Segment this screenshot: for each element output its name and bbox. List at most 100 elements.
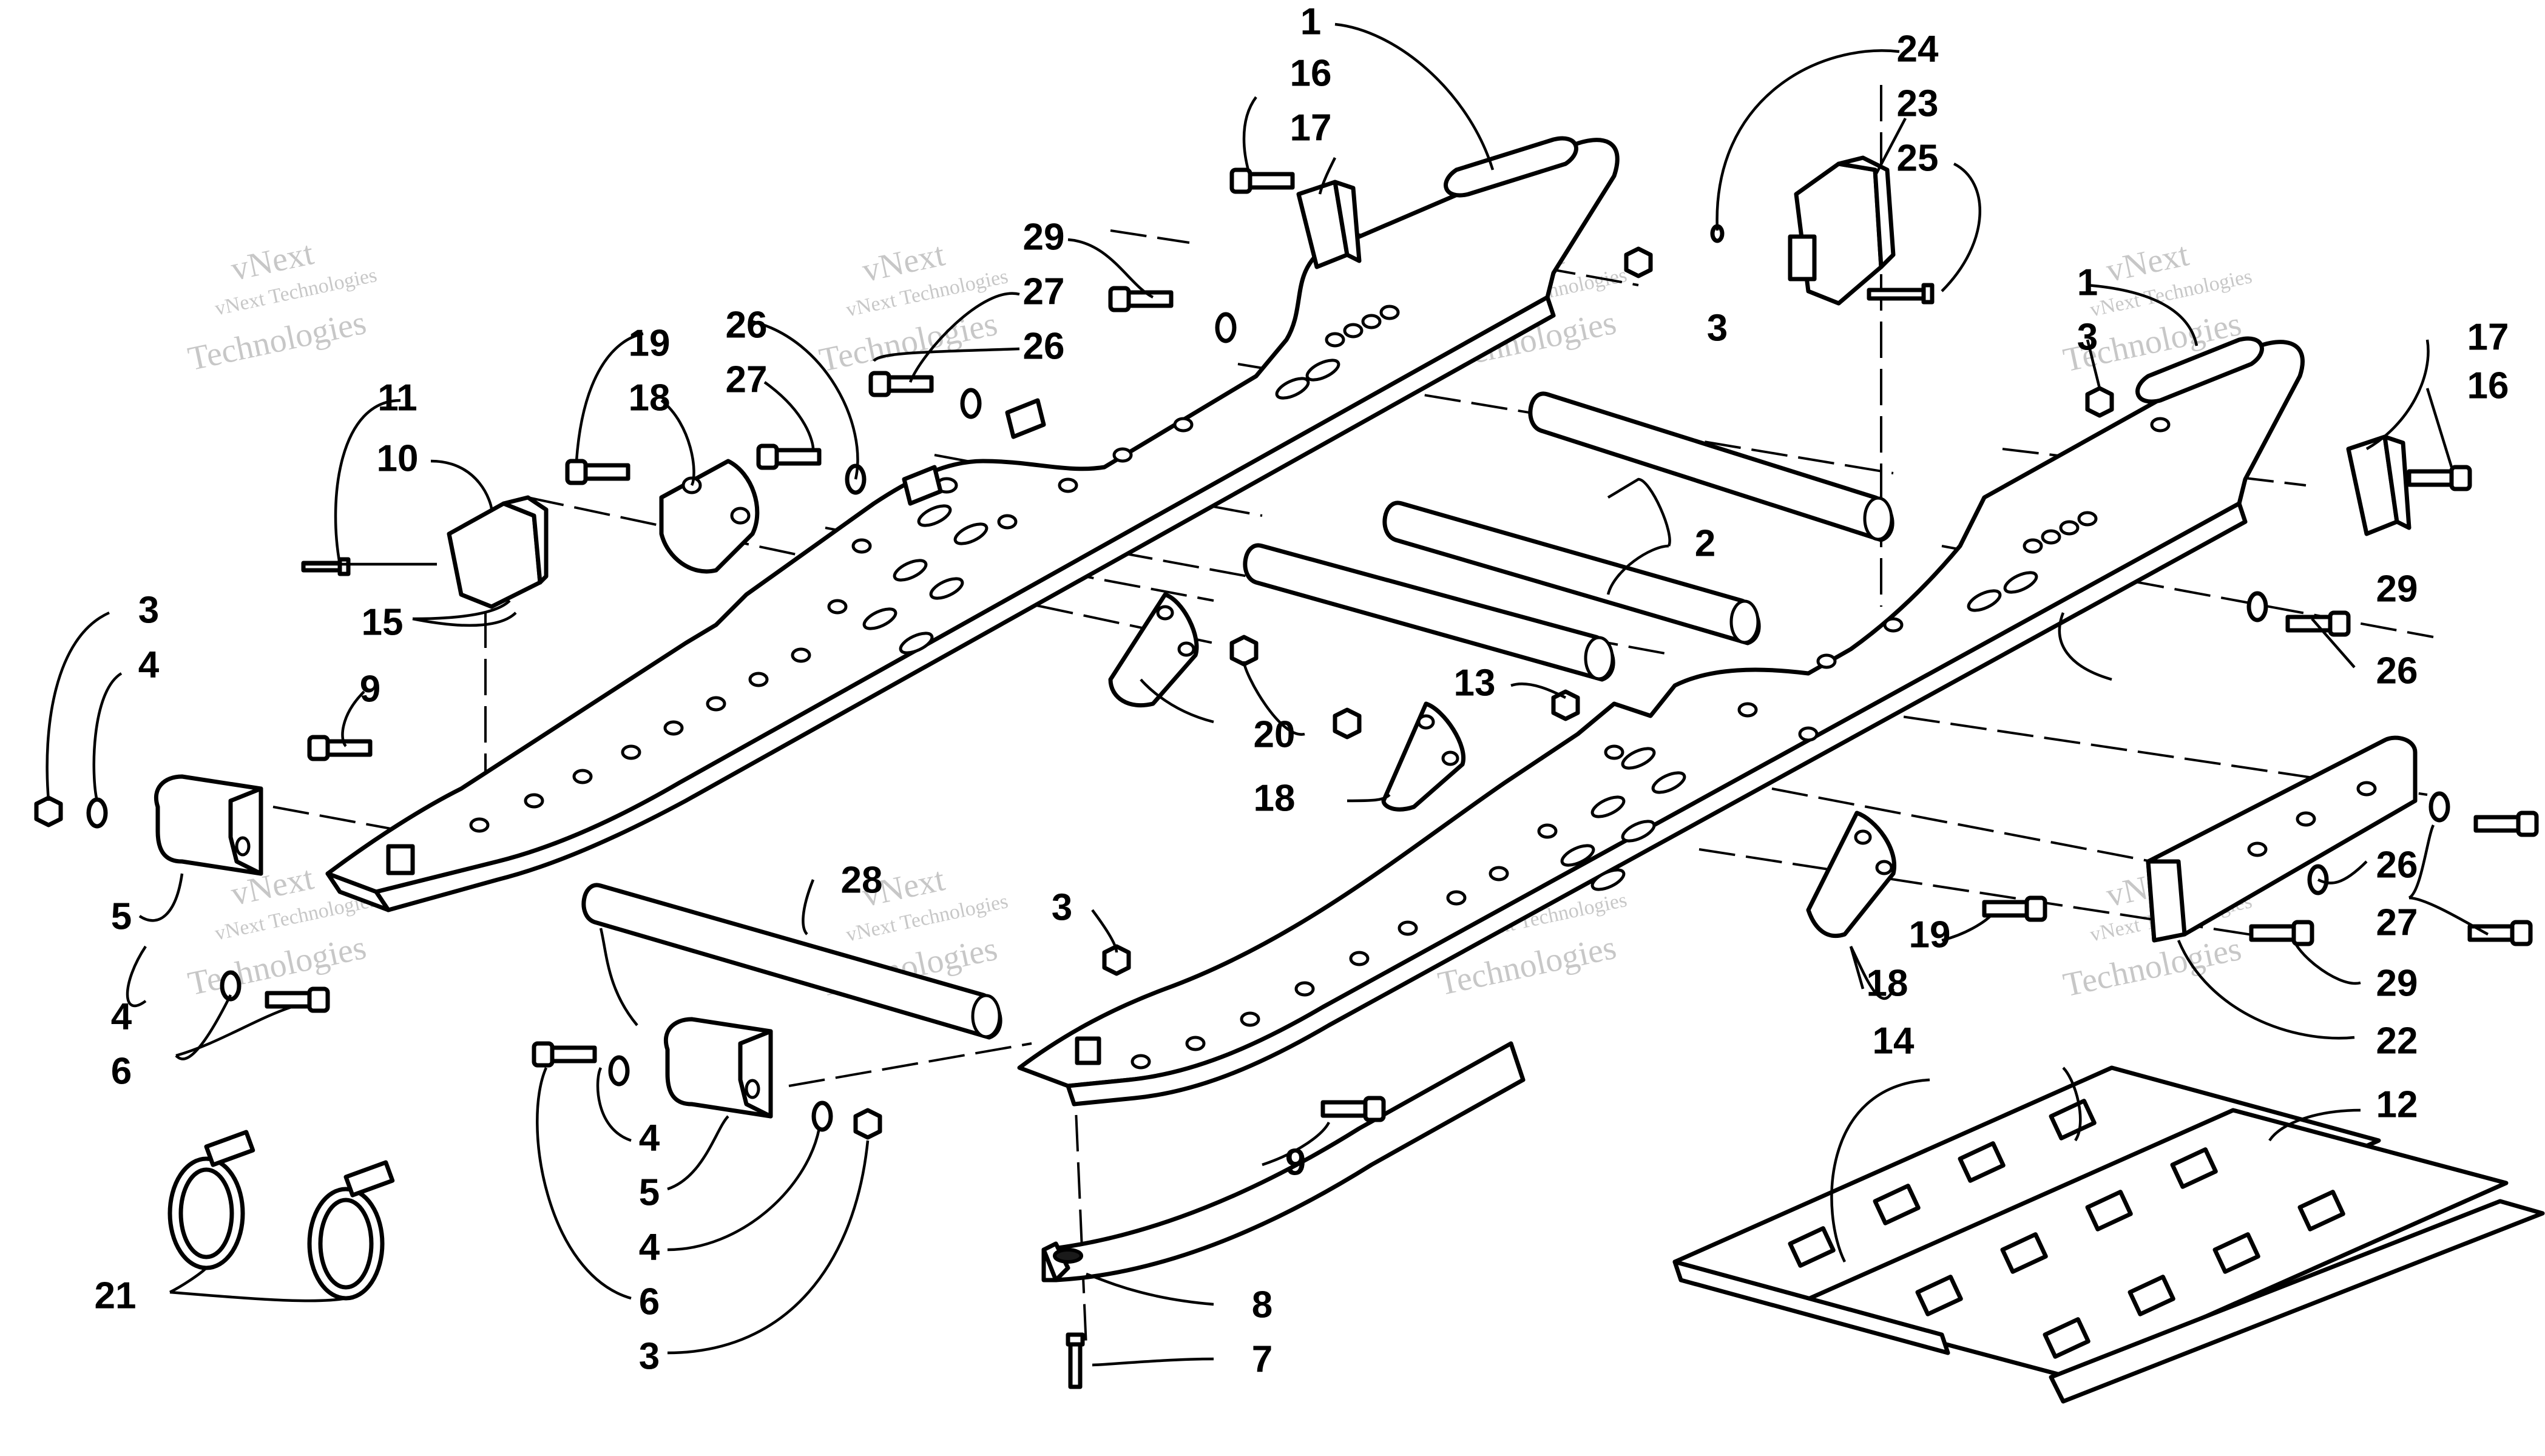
nut [1229,635,1259,667]
hyfax-wear-strip [1041,1041,1526,1282]
callout-16: 16 [1290,52,1332,94]
callout-26: 26 [2376,844,2418,886]
cross-shafts [581,391,1894,1040]
callout-8: 8 [1252,1284,1272,1326]
bolt [2407,465,2472,491]
watermark-text: Technologies [185,304,370,379]
callout-10: 10 [377,437,419,479]
brackets [659,459,1896,939]
callout-9: 9 [360,668,380,710]
bolt [2285,610,2351,637]
nut [2085,386,2114,418]
rail-holes [1131,417,2171,1070]
callout-20: 20 [1254,713,1296,755]
hardware [34,167,2539,1389]
callout-27: 27 [2376,902,2418,943]
bolt [307,735,373,761]
callout-4: 4 [138,644,160,686]
rail-tip-block [1075,1036,1101,1065]
rail-tip-block [386,844,415,875]
leader-lines [46,22,2489,1367]
left-slide-rail [325,136,1620,912]
callout-12: 12 [2376,1084,2418,1125]
washer [86,224,2450,1132]
bracket-18 [1806,811,1896,939]
callout-26: 26 [2376,650,2418,692]
bolt [756,443,822,470]
callout-18: 18 [1254,777,1296,819]
rail-holes [469,305,1400,833]
bolt [2467,920,2533,946]
hose-clamps [167,1130,395,1301]
callout-3: 3 [2077,316,2098,358]
nut [34,795,63,827]
bolt [868,371,934,397]
callout-27: 27 [726,359,768,400]
bolt [565,459,630,485]
bolt [265,986,330,1013]
callout-9: 9 [1285,1141,1306,1183]
track-cleats [1788,1099,2345,1359]
spacer-26 [1005,398,1046,439]
callout-11: 11 [377,377,417,419]
rear-cross-brace [2146,735,2418,943]
callout-16: 16 [2467,365,2509,406]
bolt [1066,1332,1085,1389]
callout-29: 29 [2376,568,2418,610]
nut [853,1108,882,1140]
callout-13: 13 [1454,662,1496,704]
callout-29: 29 [1023,216,1065,258]
bolt [2473,811,2539,837]
callout-25: 25 [1897,137,1939,179]
callout-28: 28 [841,859,883,901]
callout-23: 23 [1897,83,1939,124]
nut [1624,246,1653,278]
callout-3: 3 [138,589,159,631]
bolt [1867,283,1935,305]
callout-2: 2 [1695,522,1715,564]
watermark-text: Technologies [816,305,1001,380]
callout-4: 4 [639,1117,660,1159]
bracket-18 [1381,701,1465,812]
callout-6: 6 [111,1050,132,1092]
block-10 [447,501,542,609]
callout-4: 4 [639,1226,660,1268]
spacer-26 [902,465,943,506]
bolt [1320,1096,1386,1122]
callout-labels: 1 16 17 24 23 25 29 27 26 3 1 3 17 16 19… [95,1,2509,1380]
callout-26: 26 [1023,325,1065,367]
bolt [2249,920,2314,946]
callout-21: 21 [95,1275,137,1316]
callout-14: 14 [1873,1020,1915,1062]
callout-19: 19 [1909,914,1951,956]
bolt [1108,286,1174,312]
right-slide-rail [1017,336,2305,1107]
callout-29: 29 [2376,962,2418,1004]
callout-5: 5 [639,1171,660,1213]
callout-3: 3 [639,1335,660,1377]
bolt [532,1041,597,1068]
end-bumpers [154,774,773,1119]
bolt [1229,167,1295,194]
nut [1333,707,1362,740]
callout-26: 26 [726,304,768,346]
callout-1: 1 [1300,1,1321,42]
shock-mount-insert [1788,234,1817,281]
callout-24: 24 [1897,28,1939,70]
callout-17: 17 [2467,316,2509,358]
callout-6: 6 [639,1281,660,1323]
callout-17: 17 [1290,107,1332,149]
callout-3: 3 [1707,307,1728,349]
callout-18: 18 [1867,962,1908,1004]
callout-15: 15 [362,601,404,643]
callout-3: 3 [1052,886,1072,928]
callout-7: 7 [1252,1338,1272,1380]
callout-1: 1 [2077,261,2098,303]
bolt [1982,895,2047,922]
track-section [1672,1065,2545,1404]
callout-27: 27 [1023,271,1065,312]
callout-18: 18 [629,377,671,419]
callout-4: 4 [111,996,132,1037]
bracket-18 [1108,592,1199,708]
callout-5: 5 [111,895,132,937]
